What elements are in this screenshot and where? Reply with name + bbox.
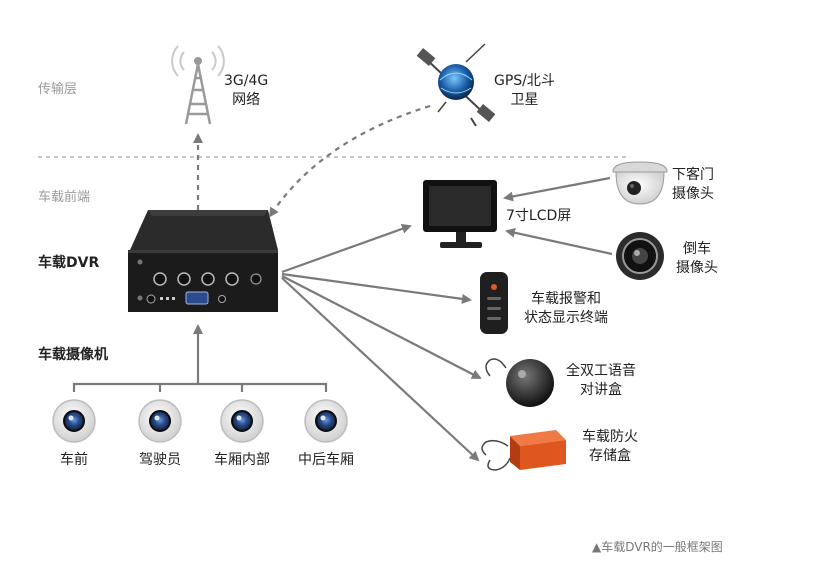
intercom-label: 全双工语音 对讲盒 [566,362,636,400]
arrow-dvr-to-alarm [281,272,472,304]
layer-label-transport: 传输层 [38,82,78,97]
network-label-line2: 网络 [232,92,261,108]
network-label-line1: 3G/4G [224,73,269,89]
alarm-terminal-label: 车载报警和 状态显示终端 [524,290,608,328]
arrow-dvr-to-lcd [281,224,412,274]
network-label: 3G/4G 网络 [224,72,268,110]
lcd-monitor-icon [423,180,497,248]
door-camera-label-line1: 下客门 [672,167,714,183]
radio-tower-icon [171,45,225,125]
dvr-icon [128,210,278,312]
figure-caption: ▲车载DVR的一般框架图 [592,540,723,554]
intercom-label-line1: 全双工语音 [566,363,636,379]
door-camera-label: 下客门 摄像头 [672,166,714,204]
camera-group-label: 车载摄像机 [38,347,108,363]
gps-label: GPS/北斗 卫星 [494,72,555,110]
camera-label-cabin: 车厢内部 [214,452,270,468]
arrow-dvr-to-firebox [281,277,480,462]
reverse-camera-label-line2: 摄像头 [676,260,718,276]
arrow-reversecam-to-lcd [505,227,613,256]
lcd-label: 7寸LCD屏 [506,208,572,224]
satellite-icon [416,43,496,127]
intercom-label-line2: 对讲盒 [580,382,622,398]
alarm-terminal-label-line2: 状态显示终端 [524,310,608,326]
intercom-icon [485,358,554,407]
camera-label-driver: 驾驶员 [139,452,181,468]
firebox-icon [481,430,566,471]
reverse-camera-label-line1: 倒车 [683,241,711,257]
alarm-terminal-icon [480,272,508,334]
reverse-camera-icon [616,232,664,280]
firebox-label-line2: 存储盒 [589,448,631,464]
dome-camera-icon [612,161,668,205]
camera-icon [304,399,348,443]
gps-label-line1: GPS/北斗 [494,73,555,89]
camera-icon [52,399,96,443]
camera-label-rear: 中后车厢 [298,452,354,468]
reverse-camera-label: 倒车 摄像头 [676,240,718,278]
arrow-gps-to-dvr [268,104,431,218]
camera-bus-line [72,382,328,392]
camera-icon [138,399,182,443]
camera-label-front: 车前 [60,452,88,468]
camera-row [52,399,348,443]
connection-arrows [72,104,613,462]
door-camera-label-line2: 摄像头 [672,186,714,202]
gps-label-line2: 卫星 [510,92,539,108]
layer-label-vehicle-front: 车载前端 [38,190,91,205]
arrow-dvr-to-intercom [281,275,482,379]
firebox-label-line1: 车载防火 [582,429,638,445]
alarm-terminal-label-line1: 车载报警和 [531,291,601,307]
arrow-doorcam-to-lcd [503,176,611,202]
camera-icon [220,399,264,443]
firebox-label: 车载防火 存储盒 [582,428,638,466]
dvr-label: 车载DVR [38,255,100,271]
